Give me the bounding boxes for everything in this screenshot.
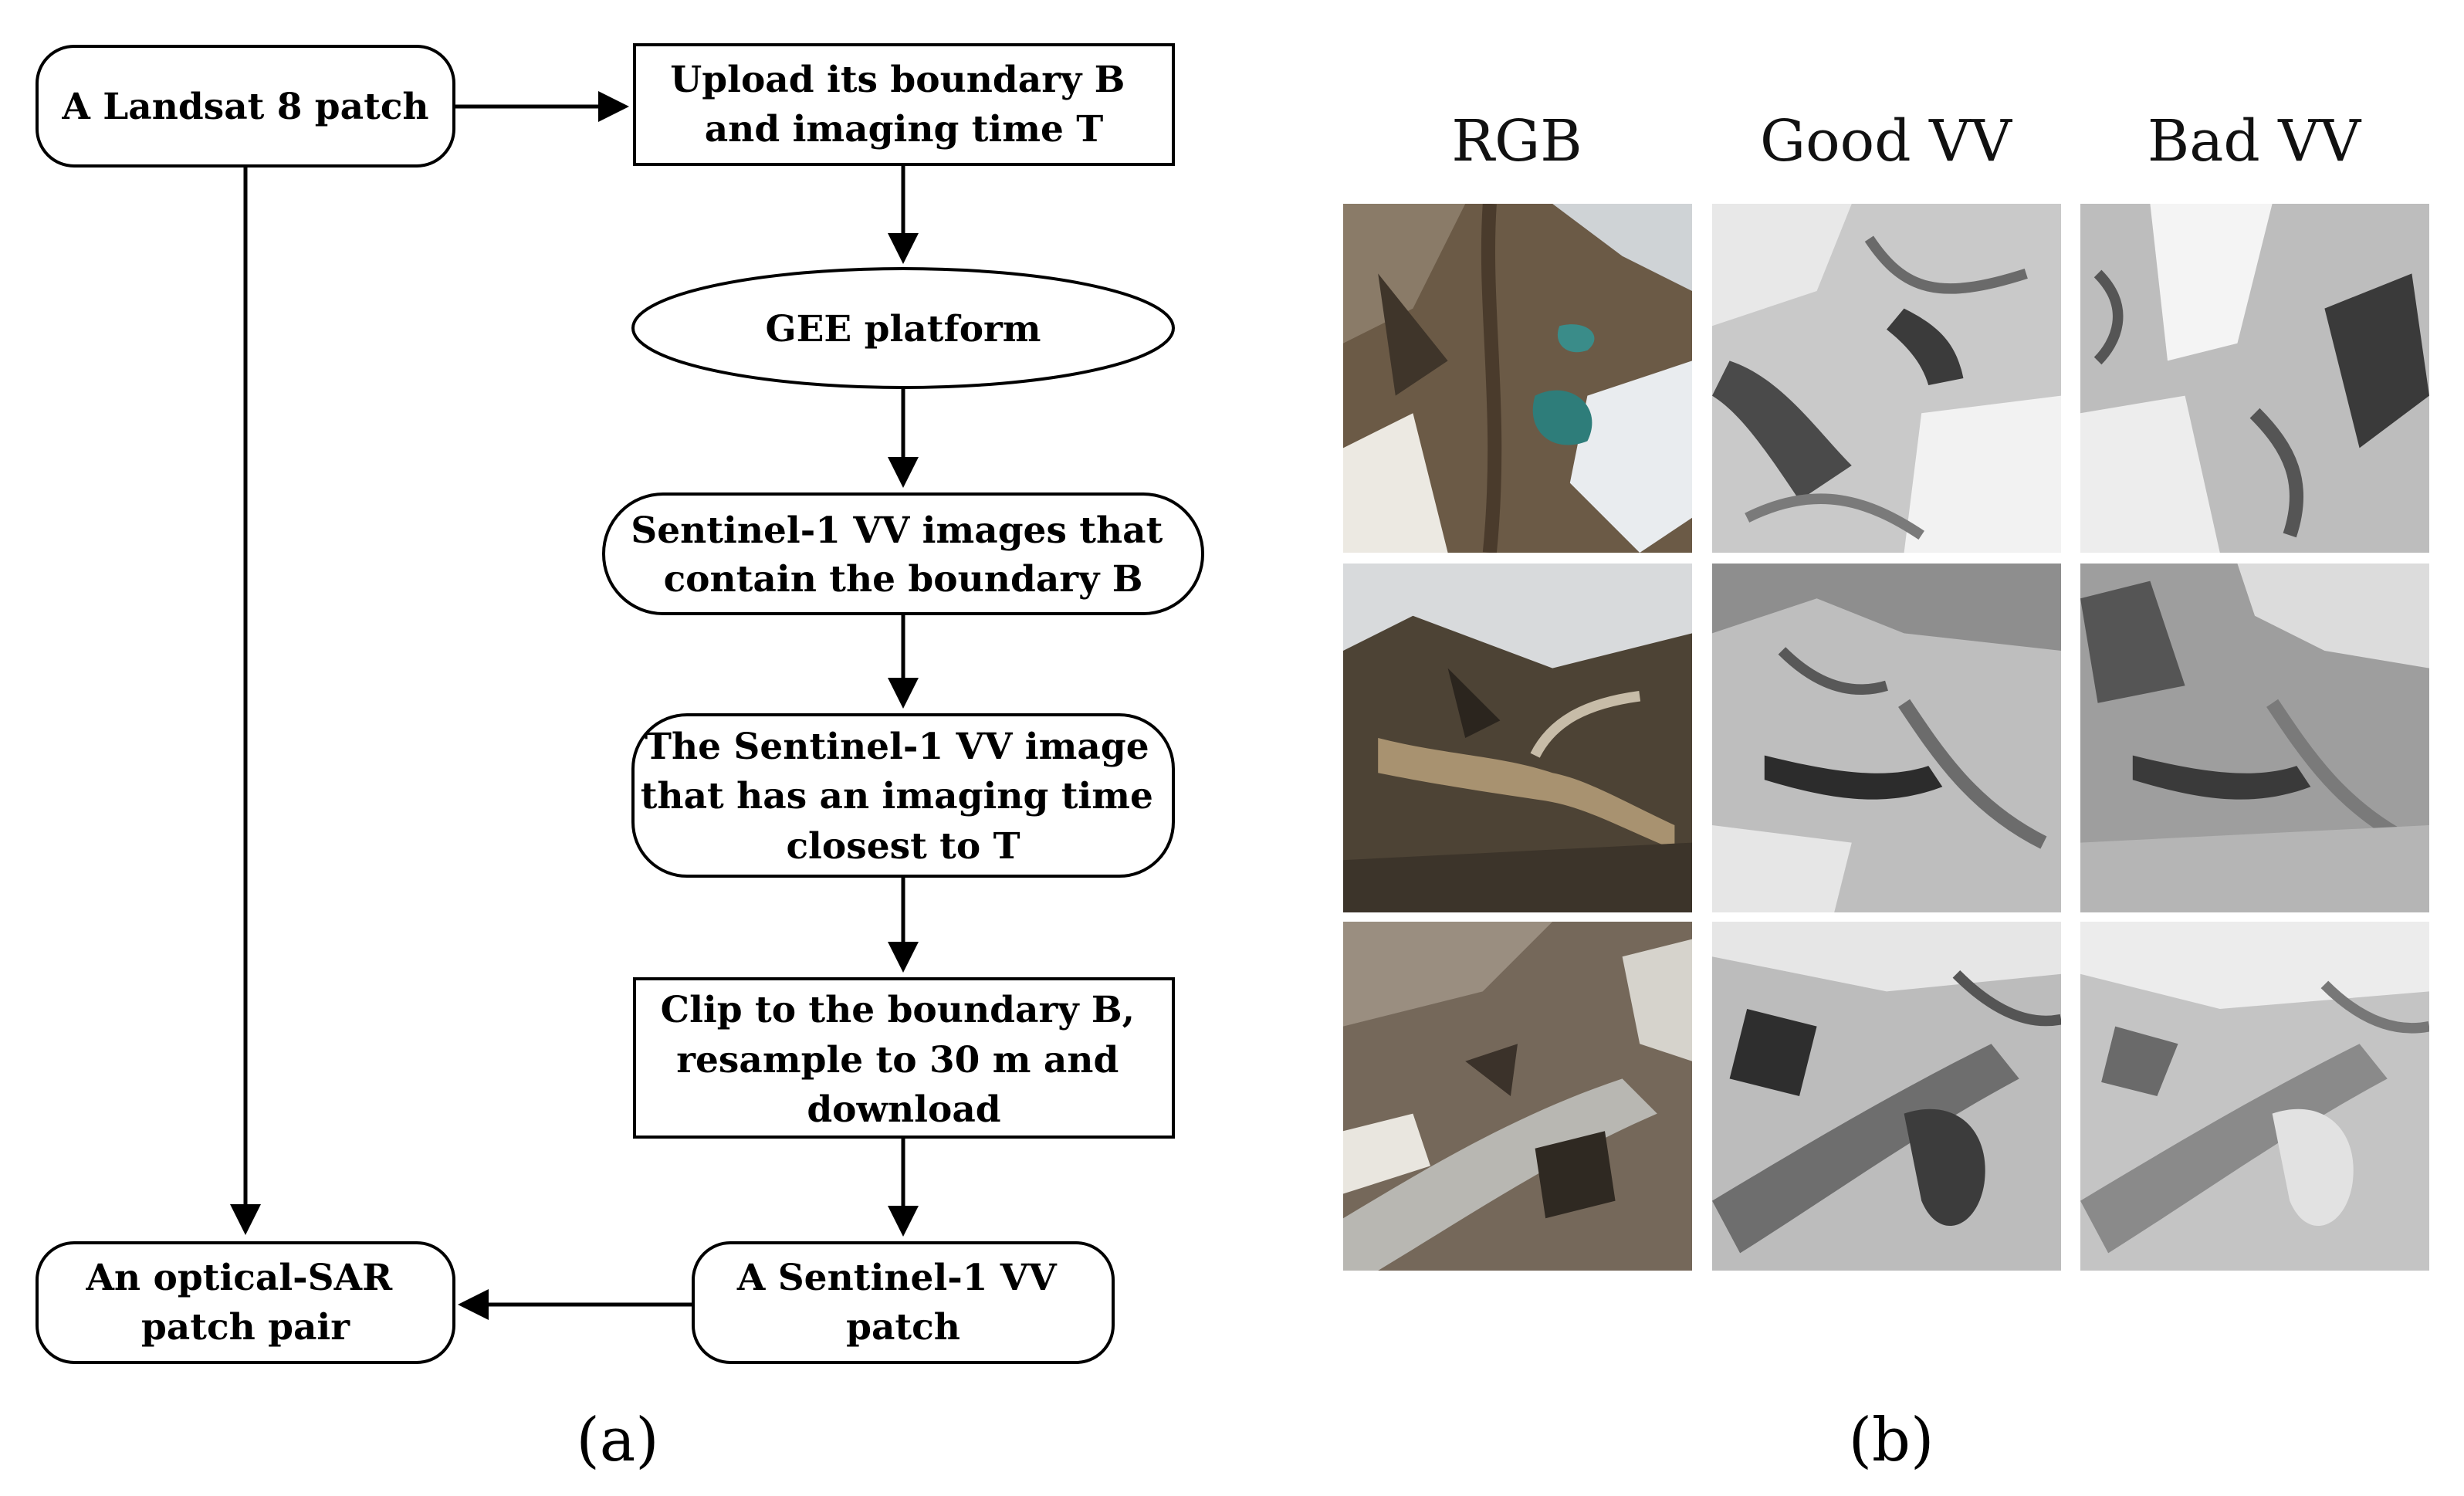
flowchart: A Landsat 8 patch Upload its boundary B … — [36, 43, 1204, 1475]
node-sentinel-patch-label: A Sentinel-1 VV patch — [736, 1257, 1069, 1349]
node-clip-label: Clip to the boundary B, resample to 30 m… — [661, 989, 1148, 1131]
node-upload-label: Upload its boundary B and imaging time T — [670, 59, 1138, 151]
bad-vv-patch-row2 — [2080, 564, 2429, 912]
node-clip-resample — [633, 977, 1175, 1139]
node-landsat-label: A Landsat 8 patch — [61, 86, 428, 128]
column-header-bad-vv: Bad VV — [2147, 108, 2361, 174]
column-header-good-vv: Good VV — [1760, 108, 2012, 174]
rgb-patch-row1 — [1343, 204, 1692, 553]
node-sentinel-closest-label: The Sentinel-1 VV image that has an imag… — [641, 726, 1166, 868]
node-sentinel-patch — [692, 1241, 1115, 1364]
bad-vv-patch-row1 — [2080, 204, 2429, 553]
node-pair-label: An optical-SAR patch pair — [85, 1257, 404, 1349]
rgb-patch-row3 — [1343, 922, 1692, 1271]
bad-vv-patch-row3 — [2080, 922, 2429, 1271]
good-vv-patch-row1 — [1712, 204, 2061, 553]
caption-b: (b) — [1849, 1406, 1934, 1475]
column-header-rgb: RGB — [1451, 108, 1582, 174]
node-upload-boundary — [633, 43, 1175, 166]
node-gee-label: GEE platform — [765, 308, 1041, 350]
node-sentinel-closest — [631, 713, 1175, 878]
node-gee-platform — [631, 267, 1175, 389]
node-sentinel-images-label: Sentinel-1 VV images that contain the bo… — [631, 509, 1175, 601]
node-landsat-patch — [36, 45, 455, 168]
good-vv-patch-row3 — [1712, 922, 2061, 1271]
node-sentinel-images — [602, 492, 1204, 615]
rgb-patch-row2 — [1343, 564, 1692, 912]
node-optical-sar-pair — [36, 1241, 455, 1364]
good-vv-patch-row2 — [1712, 564, 2061, 912]
caption-a: (a) — [576, 1406, 658, 1475]
